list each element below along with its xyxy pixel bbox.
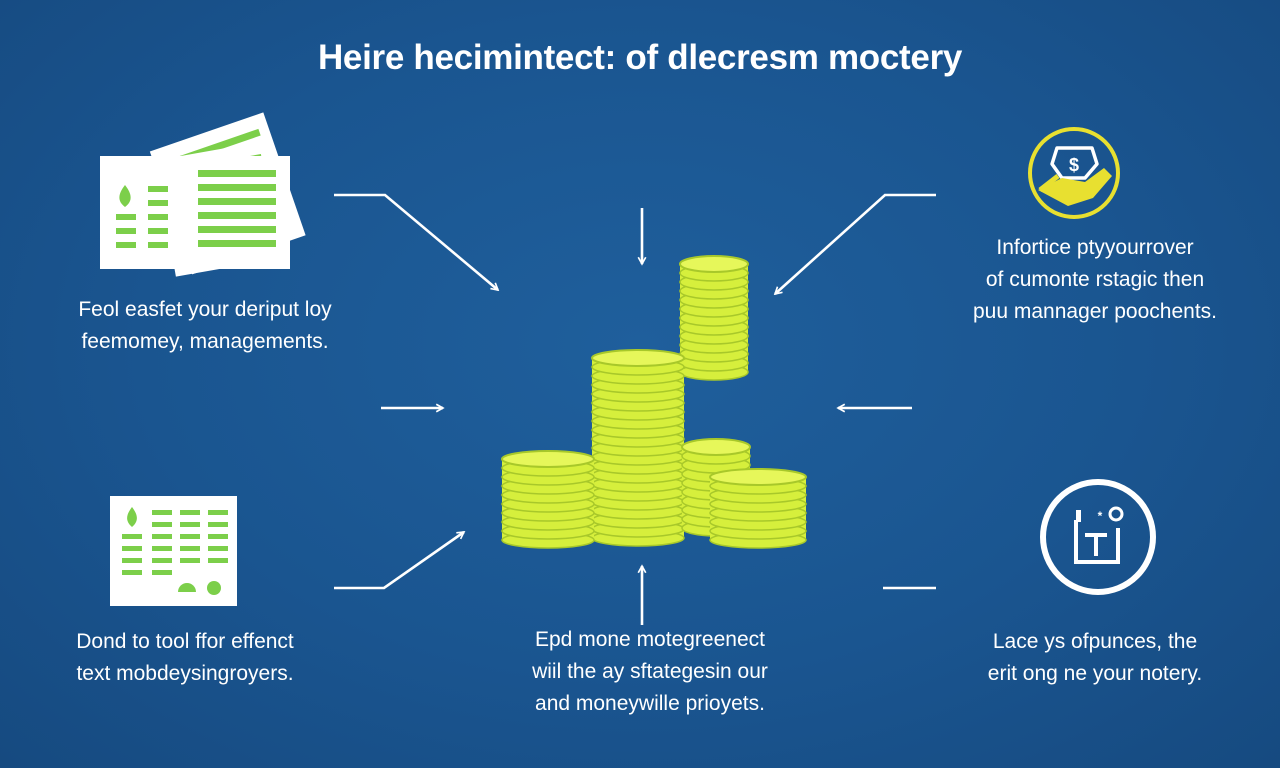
caption-line: Infortice ptyyourrover — [996, 236, 1194, 259]
coin-stack — [679, 255, 749, 381]
spreadsheet-icon — [110, 496, 237, 606]
caption-line: wiil the ay sftategesin our — [532, 660, 768, 683]
arrows — [334, 193, 936, 625]
caption-line: and moneywille prioyets. — [535, 692, 765, 715]
arrow-top-left — [334, 193, 498, 290]
spreadsheet-documents-icon — [100, 112, 306, 277]
dollar-hand-icon: $ — [1028, 127, 1120, 219]
caption-line: of cumonte rstagic then — [985, 268, 1205, 291]
coin-stacks-icon — [501, 255, 807, 549]
coin-top — [501, 450, 595, 468]
arrow-top-right — [775, 193, 936, 294]
coin-top — [591, 349, 685, 367]
caption-line: feemomey, managements. — [81, 330, 329, 353]
diagram-title: Heire hecimintect: of dlecresm moctery — [317, 38, 963, 77]
caption-top-left: Feol easfet your deriput loy feemomey, m… — [20, 294, 390, 358]
caption-bottom-left: Dond to tool ffor effenct text mobdeysin… — [20, 626, 350, 690]
coin-stack — [709, 468, 807, 549]
caption-line: Lace ys ofpunces, the — [992, 630, 1198, 653]
calculator-icon: * — [1040, 479, 1156, 595]
svg-text:$: $ — [1069, 155, 1079, 175]
caption-bottom-center: Epd mone motegreenect wiil the ay sftate… — [460, 624, 840, 720]
caption-line: Epd mone motegreenect — [535, 628, 765, 651]
coin-top — [709, 468, 807, 486]
coin-stack — [501, 450, 595, 549]
coin-top — [681, 438, 751, 456]
caption-line: text mobdeysingroyers. — [76, 662, 294, 685]
caption-bottom-right: Lace ys ofpunces, the erit ong ne your n… — [930, 626, 1260, 690]
coin-top — [679, 255, 749, 273]
arrow-bottom-left — [334, 530, 464, 590]
caption-top-right: Infortice ptyyourrover of cumonte rstagi… — [930, 232, 1260, 328]
caption-line: erit ong ne your notery. — [987, 662, 1203, 685]
coin-stack — [591, 349, 685, 547]
caption-line: Dond to tool ffor effenct — [76, 630, 294, 653]
svg-text:*: * — [1098, 509, 1103, 523]
caption-line: puu mannager poochents. — [972, 300, 1217, 323]
caption-line: Feol easfet your deriput loy — [78, 298, 332, 321]
